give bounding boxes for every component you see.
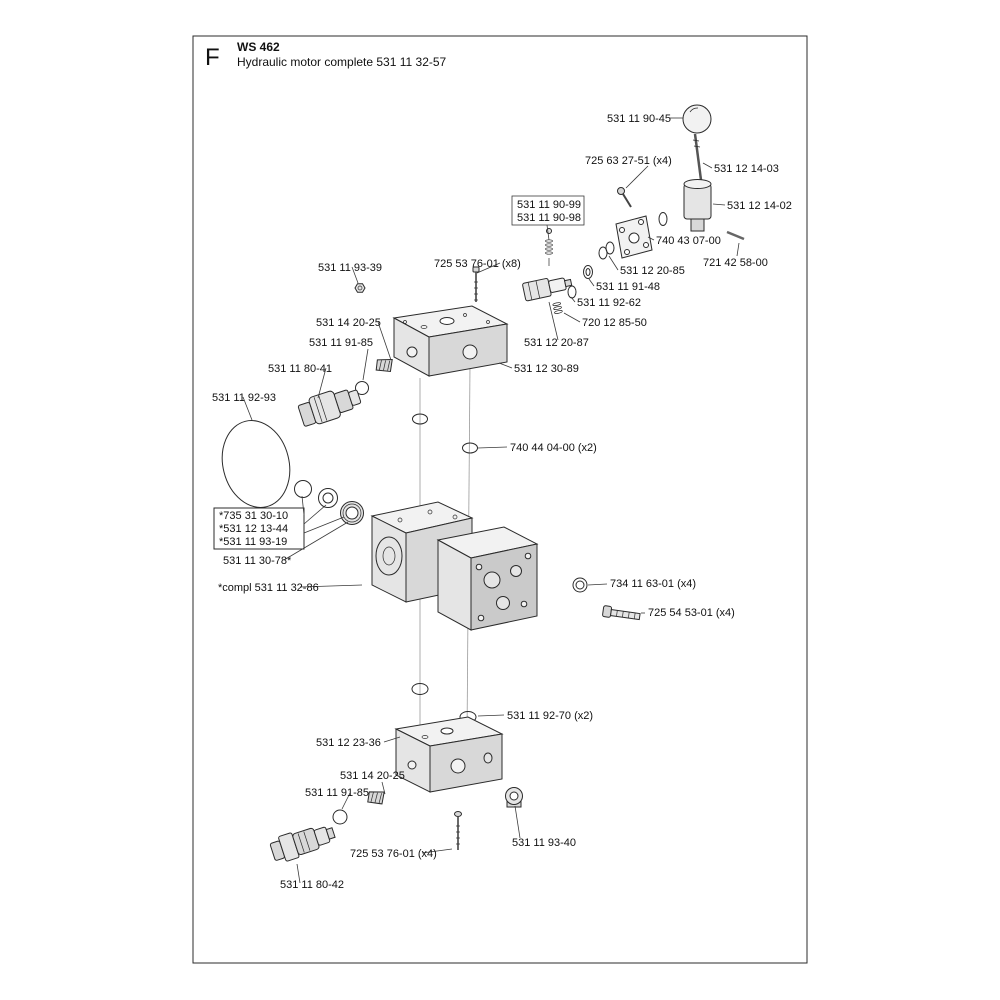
page-frame [192, 35, 808, 964]
quick-coupler-bottom [269, 826, 336, 862]
part-label-531-11-90-45: 531 11 90-45 [607, 113, 671, 125]
part-label-531-14-20-25-bottom: 531 14 20-25 [340, 770, 405, 782]
model-title: WS 462 [237, 40, 280, 54]
motor-bolt [602, 605, 641, 621]
knob-ball [682, 104, 712, 134]
part-label-531-11-92-93: 531 11 92-93 [212, 392, 276, 404]
mounting-plate [615, 215, 653, 259]
lever-housing-cylinder [683, 179, 712, 232]
washers-pair [598, 241, 615, 260]
o-ring-cartridge [567, 285, 577, 299]
spring-cartridge [552, 302, 563, 314]
part-label-531-11-30-78: 531 11 30-78* [223, 555, 292, 567]
quick-coupler-top [297, 389, 362, 427]
hydraulic-motor [370, 501, 539, 631]
detent-ball-spring [545, 228, 553, 266]
part-label-531-11-92-70: 531 11 92-70 (x2) [507, 710, 593, 722]
socket-screw-bottom [454, 811, 462, 850]
part-label-531-11-90-99: 531 11 90-99 [517, 199, 581, 211]
part-label-740-43-07-00: 740 43 07-00 [656, 235, 721, 247]
valve-block [392, 305, 509, 377]
part-label-531-12-30-89: 531 12 30-89 [514, 363, 579, 375]
o-ring-top-2 [462, 442, 478, 454]
part-label-531-12-14-02: 531 12 14-02 [727, 200, 792, 212]
part-label-531-12-13-44: *531 12 13-44 [219, 523, 288, 535]
part-label-531-11-93-39: 531 11 93-39 [318, 262, 382, 274]
part-label-531-11-91-85-bottom: 531 11 91-85 [305, 787, 369, 799]
seal-ring-3 [340, 501, 364, 525]
seal-ring-2 [318, 488, 338, 508]
part-label-531-14-20-25-top: 531 14 20-25 [316, 317, 381, 329]
part-label-531-12-20-87: 531 12 20-87 [524, 337, 589, 349]
part-label-735-31-30-10: *735 31 30-10 [219, 510, 288, 522]
part-label-531-11-80-42: 531 11 80-42 [280, 879, 344, 891]
part-label-531-11-91-85-top: 531 11 91-85 [309, 337, 373, 349]
part-label-compl-531-11-32-86: *compl 531 11 32-86 [218, 582, 319, 594]
socket-screw-top [472, 266, 480, 302]
page-title: Hydraulic motor complete 531 11 32-57 [237, 55, 447, 69]
part-label-531-11-91-48: 531 11 91-48 [596, 281, 660, 293]
part-label-740-44-04-00: 740 44 04-00 (x2) [510, 442, 597, 454]
washer-cartridge [583, 265, 593, 279]
threaded-fitting-bottom [367, 791, 385, 805]
detent-screw [617, 187, 632, 208]
part-label-721-42-58-00: 721 42 58-00 [703, 257, 768, 269]
part-label-725-53-76-01-x8: 725 53 76-01 (x8) [434, 258, 521, 270]
o-ring-bottom-1 [411, 683, 429, 695]
part-label-720-12-85-50: 720 12 85-50 [582, 317, 647, 329]
part-label-725-63-27-51: 725 63 27-51 (x4) [585, 155, 672, 167]
part-label-531-11-92-62: 531 11 92-62 [577, 297, 641, 309]
part-label-531-12-14-03: 531 12 14-03 [714, 163, 779, 175]
part-label-725-54-53-01: 725 54 53-01 (x4) [648, 607, 735, 619]
o-ring-fitting-bottom [332, 809, 348, 825]
washer-motor [572, 577, 588, 593]
o-ring-top-1 [412, 413, 428, 425]
section-letter: F [205, 44, 220, 71]
o-ring-plate [658, 212, 668, 226]
part-label-531-11-93-19: *531 11 93-19 [219, 536, 287, 548]
label-group-box [213, 507, 305, 550]
part-label-531-11-80-41: 531 11 80-41 [268, 363, 332, 375]
leader-lines [242, 117, 740, 884]
plug [505, 787, 523, 808]
lever-shaft [692, 133, 703, 181]
part-label-734-11-63-01: 734 11 63-01 (x4) [610, 578, 696, 590]
large-o-ring [221, 420, 291, 508]
seal-ring-1 [294, 480, 312, 498]
hex-bolt [354, 283, 366, 293]
part-label-531-11-93-40: 531 11 93-40 [512, 837, 576, 849]
part-label-531-12-23-36: 531 12 23-36 [316, 737, 381, 749]
part-label-531-12-20-85: 531 12 20-85 [620, 265, 685, 277]
o-ring-fitting-top [355, 381, 369, 395]
part-label-531-11-90-98: 531 11 90-98 [517, 212, 581, 224]
valve-cartridge [522, 277, 573, 302]
roll-pin [726, 230, 745, 241]
threaded-fitting-top [375, 358, 393, 373]
part-label-725-53-76-01-x4: 725 53 76-01 (x4) [350, 848, 437, 860]
manifold-block [394, 716, 504, 793]
